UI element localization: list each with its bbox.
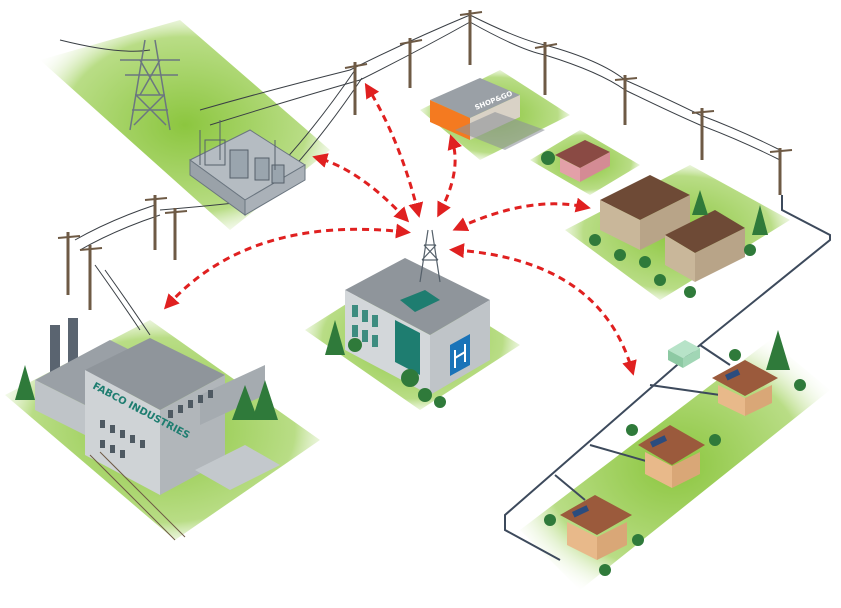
smokestack [50,325,60,385]
arrow-to-pole [364,82,424,218]
smokestack [68,318,78,380]
solar-panel-icon [725,369,741,381]
utility-pole-icon [459,10,483,65]
solar-house [712,360,778,416]
arrow-to-solar-houses [449,243,637,376]
utility-pole-icon [79,245,103,310]
communication-arrows [163,82,637,376]
utility-pole-icon [614,75,638,125]
factory: FABCO INDUSTRIES [15,318,280,541]
arrow-to-factory [163,223,411,310]
solar-house [638,425,705,488]
solar-house [560,495,632,560]
solar-panel-icon [571,505,590,518]
utility-headquarters [325,229,490,408]
pink-house [541,140,610,182]
utility-pole-icon [399,38,423,88]
overhead-power-lines [59,14,781,336]
hq-windows [352,305,378,347]
substation-lawn [40,20,330,230]
factory-trees [15,365,278,420]
solar-panel-icon [650,435,668,448]
utility-pole-icon [691,108,715,160]
utility-pole-icon [344,62,368,115]
utility-pole-icon [769,148,793,195]
arrow-to-townhouses [452,197,591,232]
communication-tower-icon [419,229,441,283]
solar-houses [544,330,806,576]
transformer-box-icon [668,340,700,368]
transmission-tower-icon [120,39,180,131]
underground-cable [504,195,831,561]
arrow-to-store [437,134,462,218]
utility-poles [57,10,793,310]
townhouses [589,175,768,298]
utility-pole-icon [57,232,81,295]
hq-trees [325,320,446,408]
utility-pole-icon [164,208,188,260]
utility-pole-icon [144,195,168,250]
substation-icon [189,120,306,216]
convenience-store: SHOP&GO [430,78,545,150]
factory-windows [100,390,213,458]
utility-pole-icon [534,42,558,95]
arrow-to-substation [312,153,410,223]
house-trees [544,330,806,576]
rail-track [89,451,186,541]
